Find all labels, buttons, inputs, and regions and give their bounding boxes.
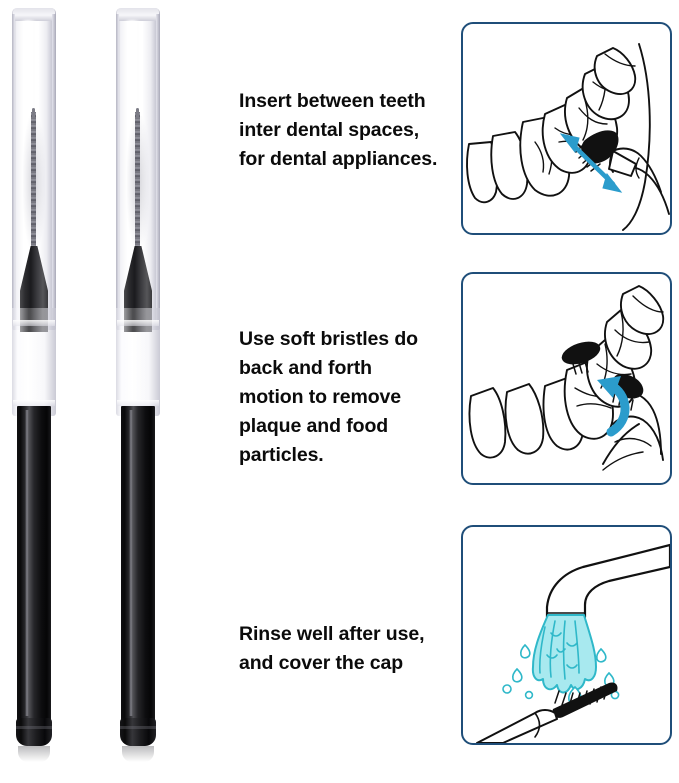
- step-3-illustration-panel: [461, 525, 672, 745]
- cap-seam-upper: [117, 320, 159, 326]
- illustration-column: [461, 0, 673, 783]
- rounded-end-cap: [16, 718, 52, 746]
- rounded-end-cap: [120, 718, 156, 746]
- cap-seam-upper: [13, 320, 55, 326]
- instruction-text-column: Insert between teeth inter dental spaces…: [239, 0, 449, 783]
- end-cap-groove: [16, 726, 52, 729]
- black-barrel: [17, 406, 51, 724]
- cap-lower-sleeve: [116, 308, 160, 416]
- black-barrel: [121, 406, 155, 724]
- end-cap-groove: [120, 726, 156, 729]
- curved-arrow: [597, 376, 630, 437]
- surface-reflection: [18, 746, 50, 762]
- interdental-brush-icon: [476, 682, 618, 743]
- surface-reflection: [122, 746, 154, 762]
- cap-left-edge: [12, 14, 15, 326]
- teeth-insert-brush-illustration: [466, 43, 670, 231]
- step-1-illustration-panel: [461, 22, 672, 235]
- barrel-highlight: [129, 410, 133, 716]
- cap-lower-sleeve: [12, 308, 56, 416]
- rinse-brush-under-tap-illustration: [476, 543, 670, 743]
- cap-right-edge: [52, 14, 56, 326]
- cap-seam-lower: [117, 400, 159, 406]
- barrel-highlight: [25, 410, 29, 716]
- bristle-brush: [31, 112, 36, 252]
- bristle-brush: [135, 112, 140, 252]
- water-stream: [531, 614, 597, 694]
- cap-seam-lower: [13, 400, 55, 406]
- cap-top: [117, 8, 159, 21]
- step-2-illustration-panel: [461, 272, 672, 485]
- bristle-tip: [136, 108, 139, 118]
- cap-top: [13, 8, 55, 21]
- faucet-icon: [545, 543, 670, 619]
- cap-right-edge: [156, 14, 160, 326]
- interdental-brush-pen-right: [116, 8, 160, 768]
- teeth-brush-motion-illustration: [468, 285, 665, 471]
- cap-left-edge: [116, 14, 119, 326]
- step-3-text: Rinse well after use, and cover the cap: [239, 623, 425, 674]
- step-1-text: Insert between teeth inter dental spaces…: [239, 90, 438, 170]
- product-image-column: [0, 0, 225, 783]
- double-headed-arrow: [559, 133, 623, 193]
- step-2-text: Use soft bristles do back and forth moti…: [239, 328, 418, 466]
- interdental-brush-pen-left: [12, 8, 56, 768]
- bristle-tip: [32, 108, 35, 118]
